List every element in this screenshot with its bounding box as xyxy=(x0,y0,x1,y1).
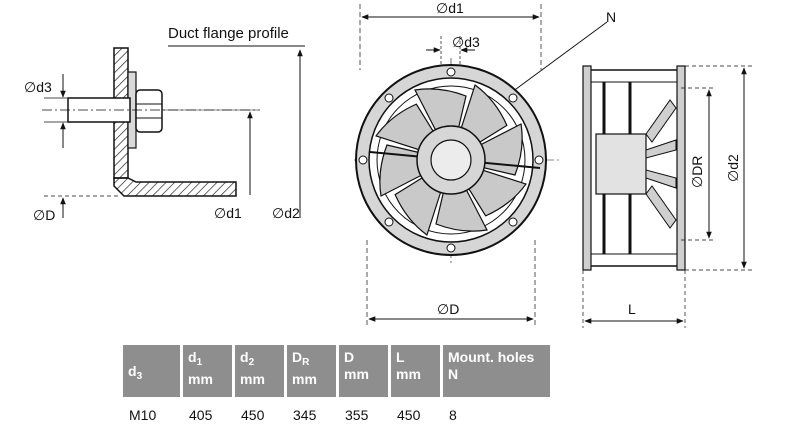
col-header-d3: d3 xyxy=(123,345,180,397)
label-DR-side: ∅DR xyxy=(689,156,705,188)
cell-DR: 345 xyxy=(293,407,317,423)
label-D-left: ∅D xyxy=(33,207,55,223)
table-row: M10 405 450 345 355 450 8 xyxy=(123,397,550,423)
flange-profile-view: Duct flange profile ∅d3 ∅D ∅d1 ∅d2 xyxy=(24,25,305,223)
cell-d2: 450 xyxy=(241,407,265,423)
cell-mount-holes: 8 xyxy=(449,407,457,423)
label-N: N xyxy=(606,9,616,25)
mounting-holes xyxy=(358,67,544,253)
hub-center xyxy=(430,139,472,181)
cell-L: 450 xyxy=(397,407,421,423)
label-d1-top: ∅d1 xyxy=(436,0,464,16)
bolt-nut xyxy=(135,89,163,133)
cell-d1: 405 xyxy=(189,407,213,423)
cell-d3: M10 xyxy=(129,407,157,423)
label-d1-left: ∅d1 xyxy=(214,205,242,221)
label-d2-side: ∅d2 xyxy=(725,154,741,182)
label-d2-left: ∅d2 xyxy=(272,205,300,221)
side-flange-left xyxy=(582,65,592,271)
duct-wall xyxy=(113,177,237,197)
label-D-bottom: ∅D xyxy=(437,301,459,317)
flange-profile-title: Duct flange profile xyxy=(168,25,289,42)
label-L-side: L xyxy=(628,301,636,317)
cell-D: 355 xyxy=(345,407,369,423)
label-d3-top: ∅d3 xyxy=(452,34,480,50)
fan-technical-drawing: Duct flange profile ∅d3 ∅D ∅d1 ∅d2 xyxy=(24,0,752,328)
side-flange-right xyxy=(676,65,686,271)
side-motor xyxy=(595,133,647,195)
label-d3-left: ∅d3 xyxy=(24,79,52,95)
fan-side-view: ∅DR ∅d2 L xyxy=(582,65,752,328)
side-blades xyxy=(645,99,677,229)
fan-front-view: ∅d1 ∅d3 N xyxy=(354,0,616,325)
